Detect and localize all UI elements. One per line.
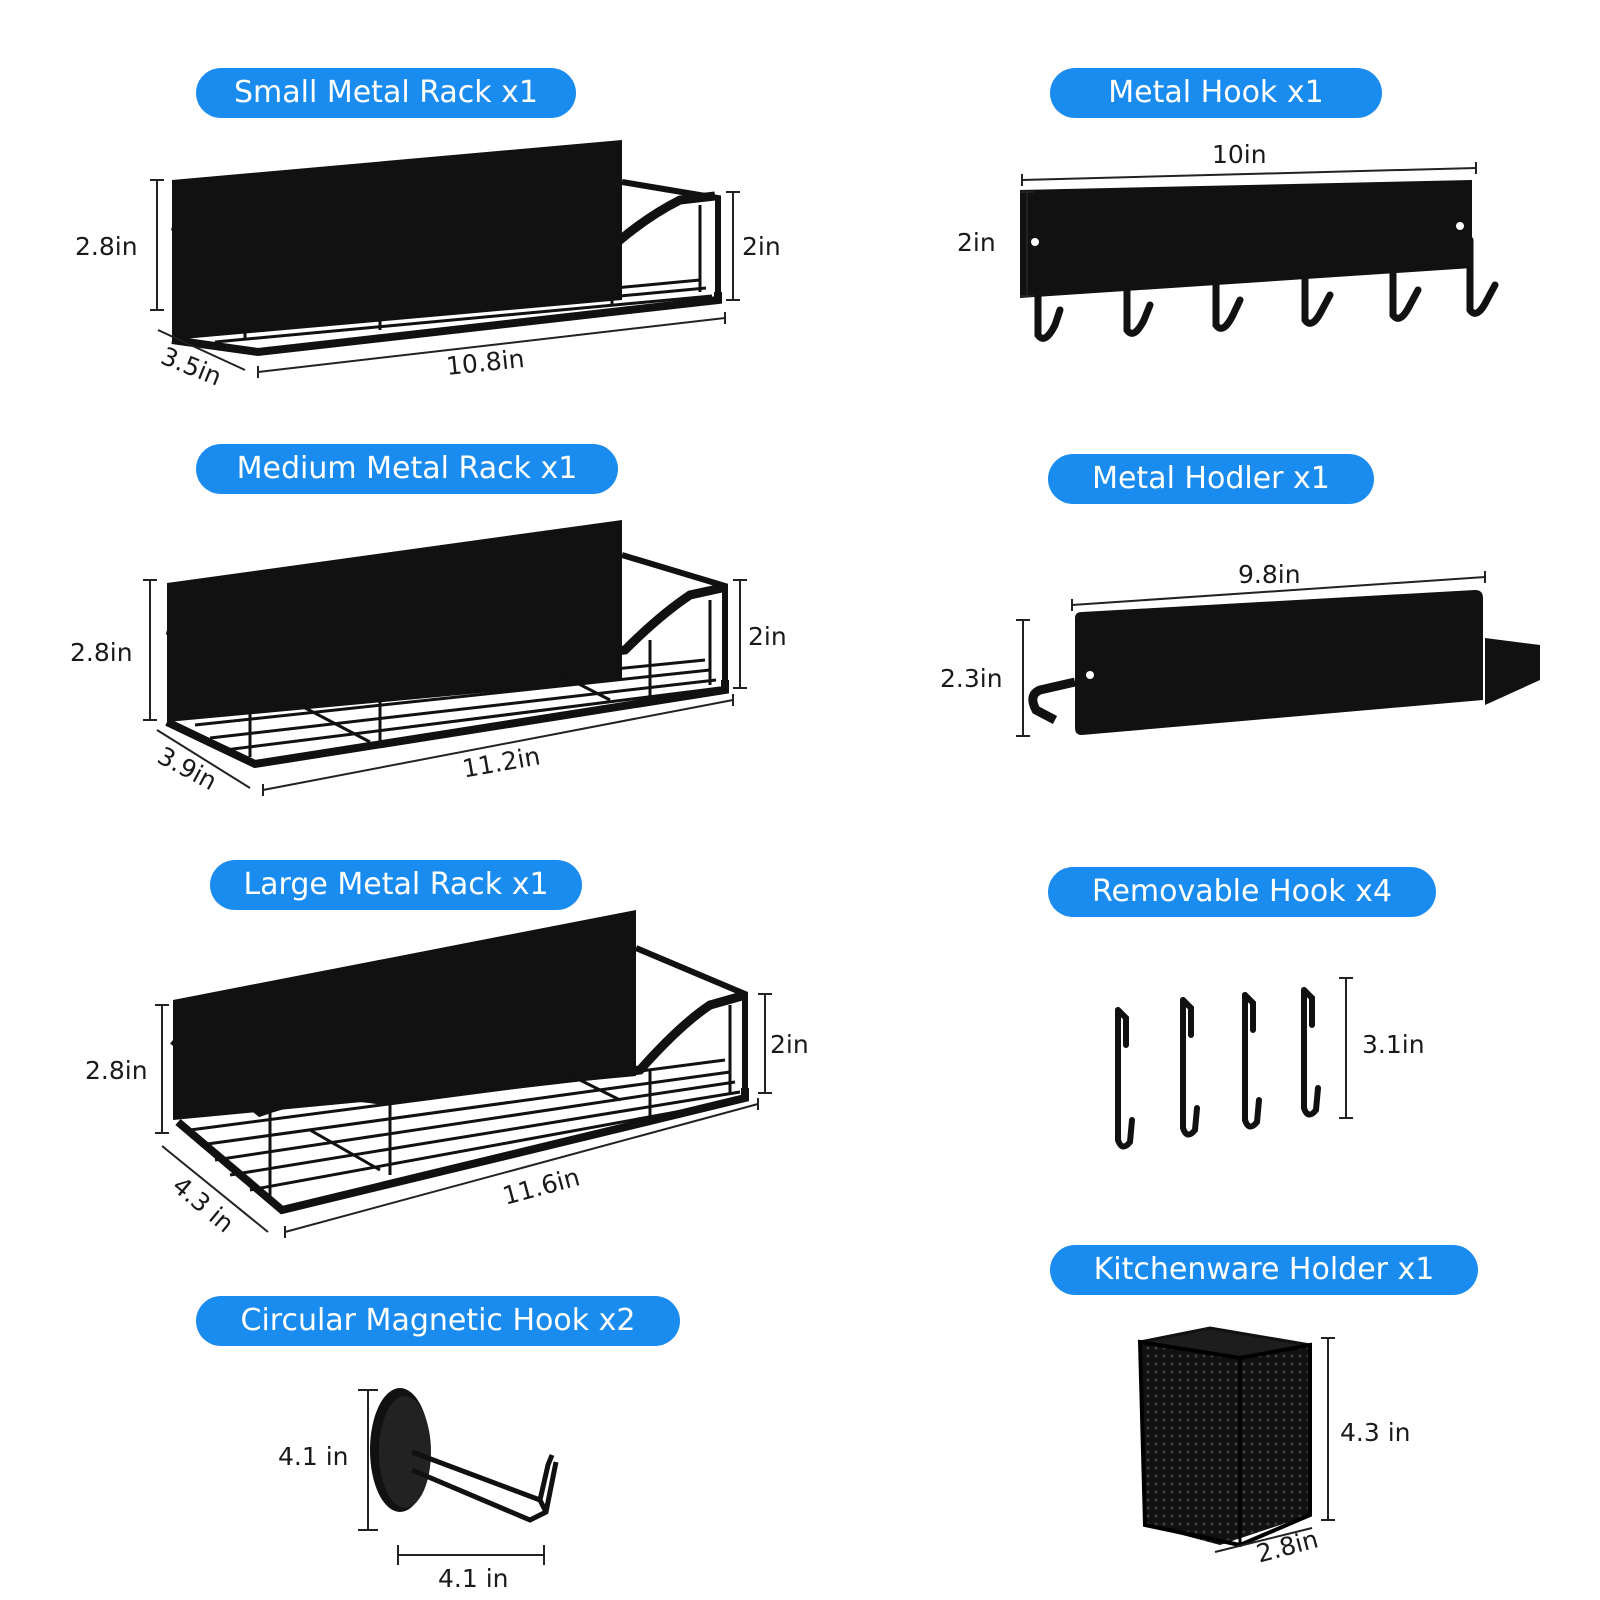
- small-rack-label: Small Metal Rack x1: [196, 68, 576, 118]
- large-rack-image: [170, 910, 749, 1215]
- circular-hook-width: 4.1 in: [438, 1564, 509, 1593]
- large-rack-label: Large Metal Rack x1: [210, 860, 582, 910]
- metal-hook-image: [1020, 180, 1499, 342]
- kitchenware-holder-height: 4.3 in: [1340, 1418, 1411, 1447]
- small-rack-inner-height: 2in: [742, 232, 781, 261]
- removable-hook-label: Removable Hook x4: [1048, 867, 1436, 917]
- medium-rack-inner-height: 2in: [748, 622, 787, 651]
- metal-holder-dimension-lines: [1016, 571, 1486, 737]
- metal-holder-image: [1028, 590, 1540, 735]
- circular-hook-dimension-lines: [358, 1389, 545, 1565]
- removable-hooks-image: [1115, 987, 1321, 1150]
- medium-rack-dimension-lines: [143, 579, 747, 796]
- removable-hooks-dimension-lines: [1339, 977, 1353, 1119]
- metal-holder-length: 9.8in: [1238, 560, 1301, 589]
- small-rack-image: [171, 140, 722, 357]
- large-rack-inner-height: 2in: [770, 1030, 809, 1059]
- metal-holder-height: 2.3in: [940, 664, 1003, 693]
- medium-rack-label: Medium Metal Rack x1: [196, 444, 618, 494]
- small-rack-dimension-lines: [150, 179, 740, 378]
- large-rack-dimension-lines: [155, 993, 772, 1238]
- metal-holder-label: Metal Hodler x1: [1048, 454, 1374, 504]
- small-rack-height: 2.8in: [75, 232, 138, 261]
- kitchenware-holder-image: [1137, 1326, 1312, 1548]
- metal-hook-label: Metal Hook x1: [1050, 68, 1382, 118]
- circular-hook-height: 4.1 in: [278, 1442, 349, 1471]
- metal-hook-length: 10in: [1212, 140, 1267, 169]
- removable-hook-height: 3.1in: [1362, 1030, 1425, 1059]
- metal-hook-dimension-lines: [1020, 162, 1477, 297]
- medium-rack-image: [165, 520, 729, 769]
- metal-hook-height: 2in: [957, 228, 996, 257]
- kitchenware-holder-dimension-lines: [1214, 1337, 1335, 1553]
- medium-rack-height: 2.8in: [70, 638, 133, 667]
- kitchenware-holder-label: Kitchenware Holder x1: [1050, 1245, 1478, 1295]
- large-rack-height: 2.8in: [85, 1056, 148, 1085]
- circular-hook-image: [370, 1388, 559, 1523]
- circular-hook-label: Circular Magnetic Hook x2: [196, 1296, 680, 1346]
